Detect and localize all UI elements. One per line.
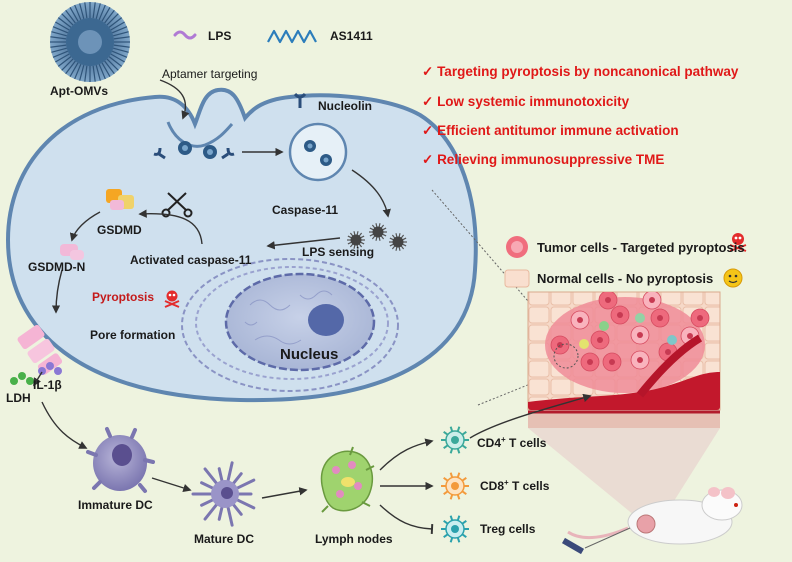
nucleus-label: Nucleus	[280, 346, 339, 363]
as1411-label: AS1411	[330, 29, 373, 43]
normal-cells-legend: Normal cells - No pyroptosis	[537, 271, 714, 286]
released-omvs	[347, 223, 407, 251]
mature-dc-icon	[191, 461, 256, 527]
lymph-node-icon	[320, 446, 375, 513]
ldh-label: LDH	[6, 391, 31, 405]
gsdmd-n-label: GSDMD-N	[28, 260, 86, 274]
ldh-molecules	[10, 372, 34, 385]
treg-cells-label: Treg cells	[480, 522, 536, 536]
aptamer-targeting-label: Aptamer targeting	[162, 67, 258, 81]
skull-icon	[164, 290, 180, 308]
tumor-tissue-section	[527, 291, 721, 428]
smiley-icon	[723, 268, 743, 288]
cd8-t-cells-label: CD8+ T cells	[480, 478, 550, 493]
cd8-t-cell-icon	[441, 472, 469, 500]
nucleus-organelle	[181, 258, 399, 392]
tumor-cells-legend: Tumor cells - Targeted pyroptosis	[537, 240, 745, 255]
lymph-nodes-label: Lymph nodes	[315, 532, 393, 546]
pore-formation-label: Pore formation	[90, 328, 176, 342]
nucleolin-label: Nucleolin	[318, 99, 373, 113]
lps-label: LPS	[208, 29, 232, 43]
caspase11-label: Caspase-11	[272, 203, 339, 217]
immature-dc-icon	[86, 427, 155, 493]
gsdmd-label: GSDMD	[97, 223, 142, 237]
normal-cell-swatch-icon	[504, 269, 530, 288]
apt-omv-particle	[50, 2, 130, 82]
checkmark-icon: ✓	[422, 64, 438, 79]
benefit-item: ✓ Targeting pyroptosis by noncanonical p…	[422, 64, 739, 79]
lps-sensing-label: LPS sensing	[302, 245, 375, 259]
checkmark-icon: ✓	[422, 123, 438, 138]
mouse-illustration	[561, 487, 743, 555]
il1b-molecules	[38, 362, 62, 375]
internalized-omvs	[178, 141, 217, 159]
il1b-label: IL-1β	[33, 378, 62, 392]
nucleolin-receptor-icon	[153, 92, 307, 160]
tumor-cell-membrane	[5, 87, 478, 403]
checkmark-icon: ✓	[422, 94, 438, 109]
treg-cell-icon	[441, 515, 469, 543]
skull-icon	[729, 233, 747, 252]
apt-omvs-label: Apt-OMVs	[50, 84, 108, 98]
mature-dc-label: Mature DC	[194, 532, 255, 546]
gsdmd-protein-icon	[106, 189, 134, 210]
tumor-cell-swatch-icon	[506, 236, 528, 258]
immature-dc-label: Immature DC	[78, 498, 153, 512]
pyroptosis-label: Pyroptosis	[92, 290, 155, 304]
activated-caspase11-label: Activated caspase-11	[130, 253, 252, 267]
benefit-item: ✓ Low systemic immunotoxicity	[422, 94, 630, 109]
cd4-t-cell-icon	[441, 426, 469, 454]
cd4-t-cells-label: CD4+ T cells	[477, 435, 547, 450]
scissors-icon	[161, 192, 193, 218]
benefit-item: ✓ Relieving immunosuppressive TME	[422, 152, 665, 167]
as1411-wave-icon	[267, 29, 317, 44]
gsdmd-n-icon	[60, 244, 84, 260]
endosome	[288, 122, 348, 182]
benefit-item: ✓ Efficient antitumor immune activation	[422, 123, 679, 138]
checkmark-icon: ✓	[422, 152, 438, 167]
lps-squiggle-icon	[173, 30, 197, 40]
